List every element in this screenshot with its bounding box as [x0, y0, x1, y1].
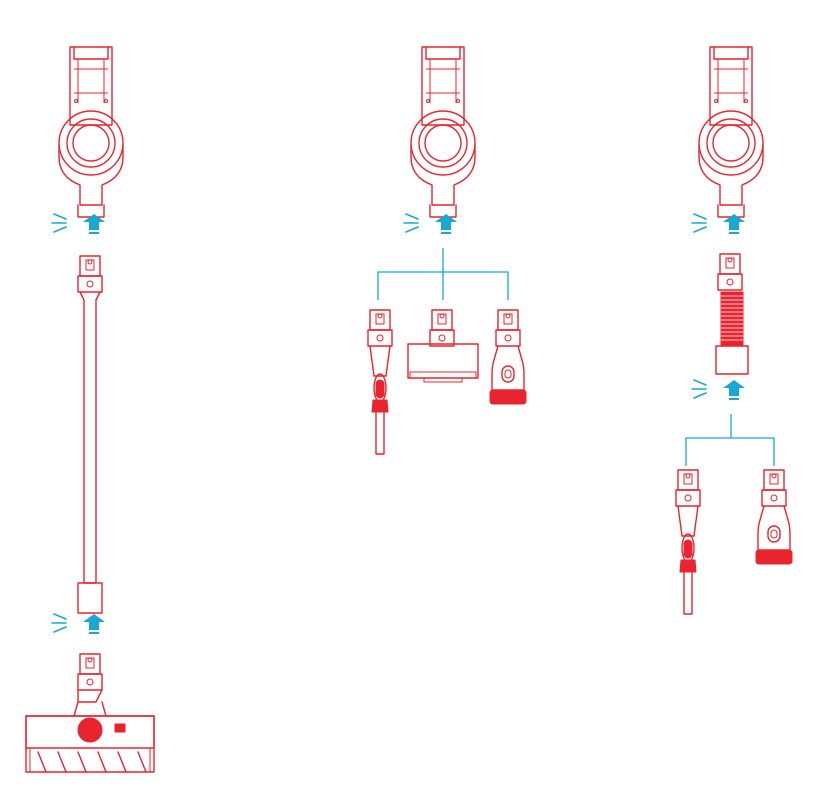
main-unit-column-2	[410, 46, 476, 218]
extension-tube	[77, 255, 103, 614]
main-unit-column-1	[58, 46, 124, 218]
click-arrow-column-1-bottom	[51, 613, 106, 635]
floor-brush	[25, 653, 155, 773]
dusting-brush-column-3	[756, 470, 792, 564]
click-arrow-column-3-bottom	[691, 379, 746, 401]
dusting-brush-column-2	[490, 310, 526, 404]
crevice-tool-column-3	[676, 470, 700, 614]
branch-connector-column-3	[685, 414, 775, 466]
main-unit-column-3	[698, 46, 764, 218]
crevice-tool-column-2	[368, 310, 392, 454]
flexible-hose	[715, 253, 749, 375]
branch-connector-column-2	[377, 248, 509, 300]
mini-motorized-brush	[407, 309, 479, 383]
